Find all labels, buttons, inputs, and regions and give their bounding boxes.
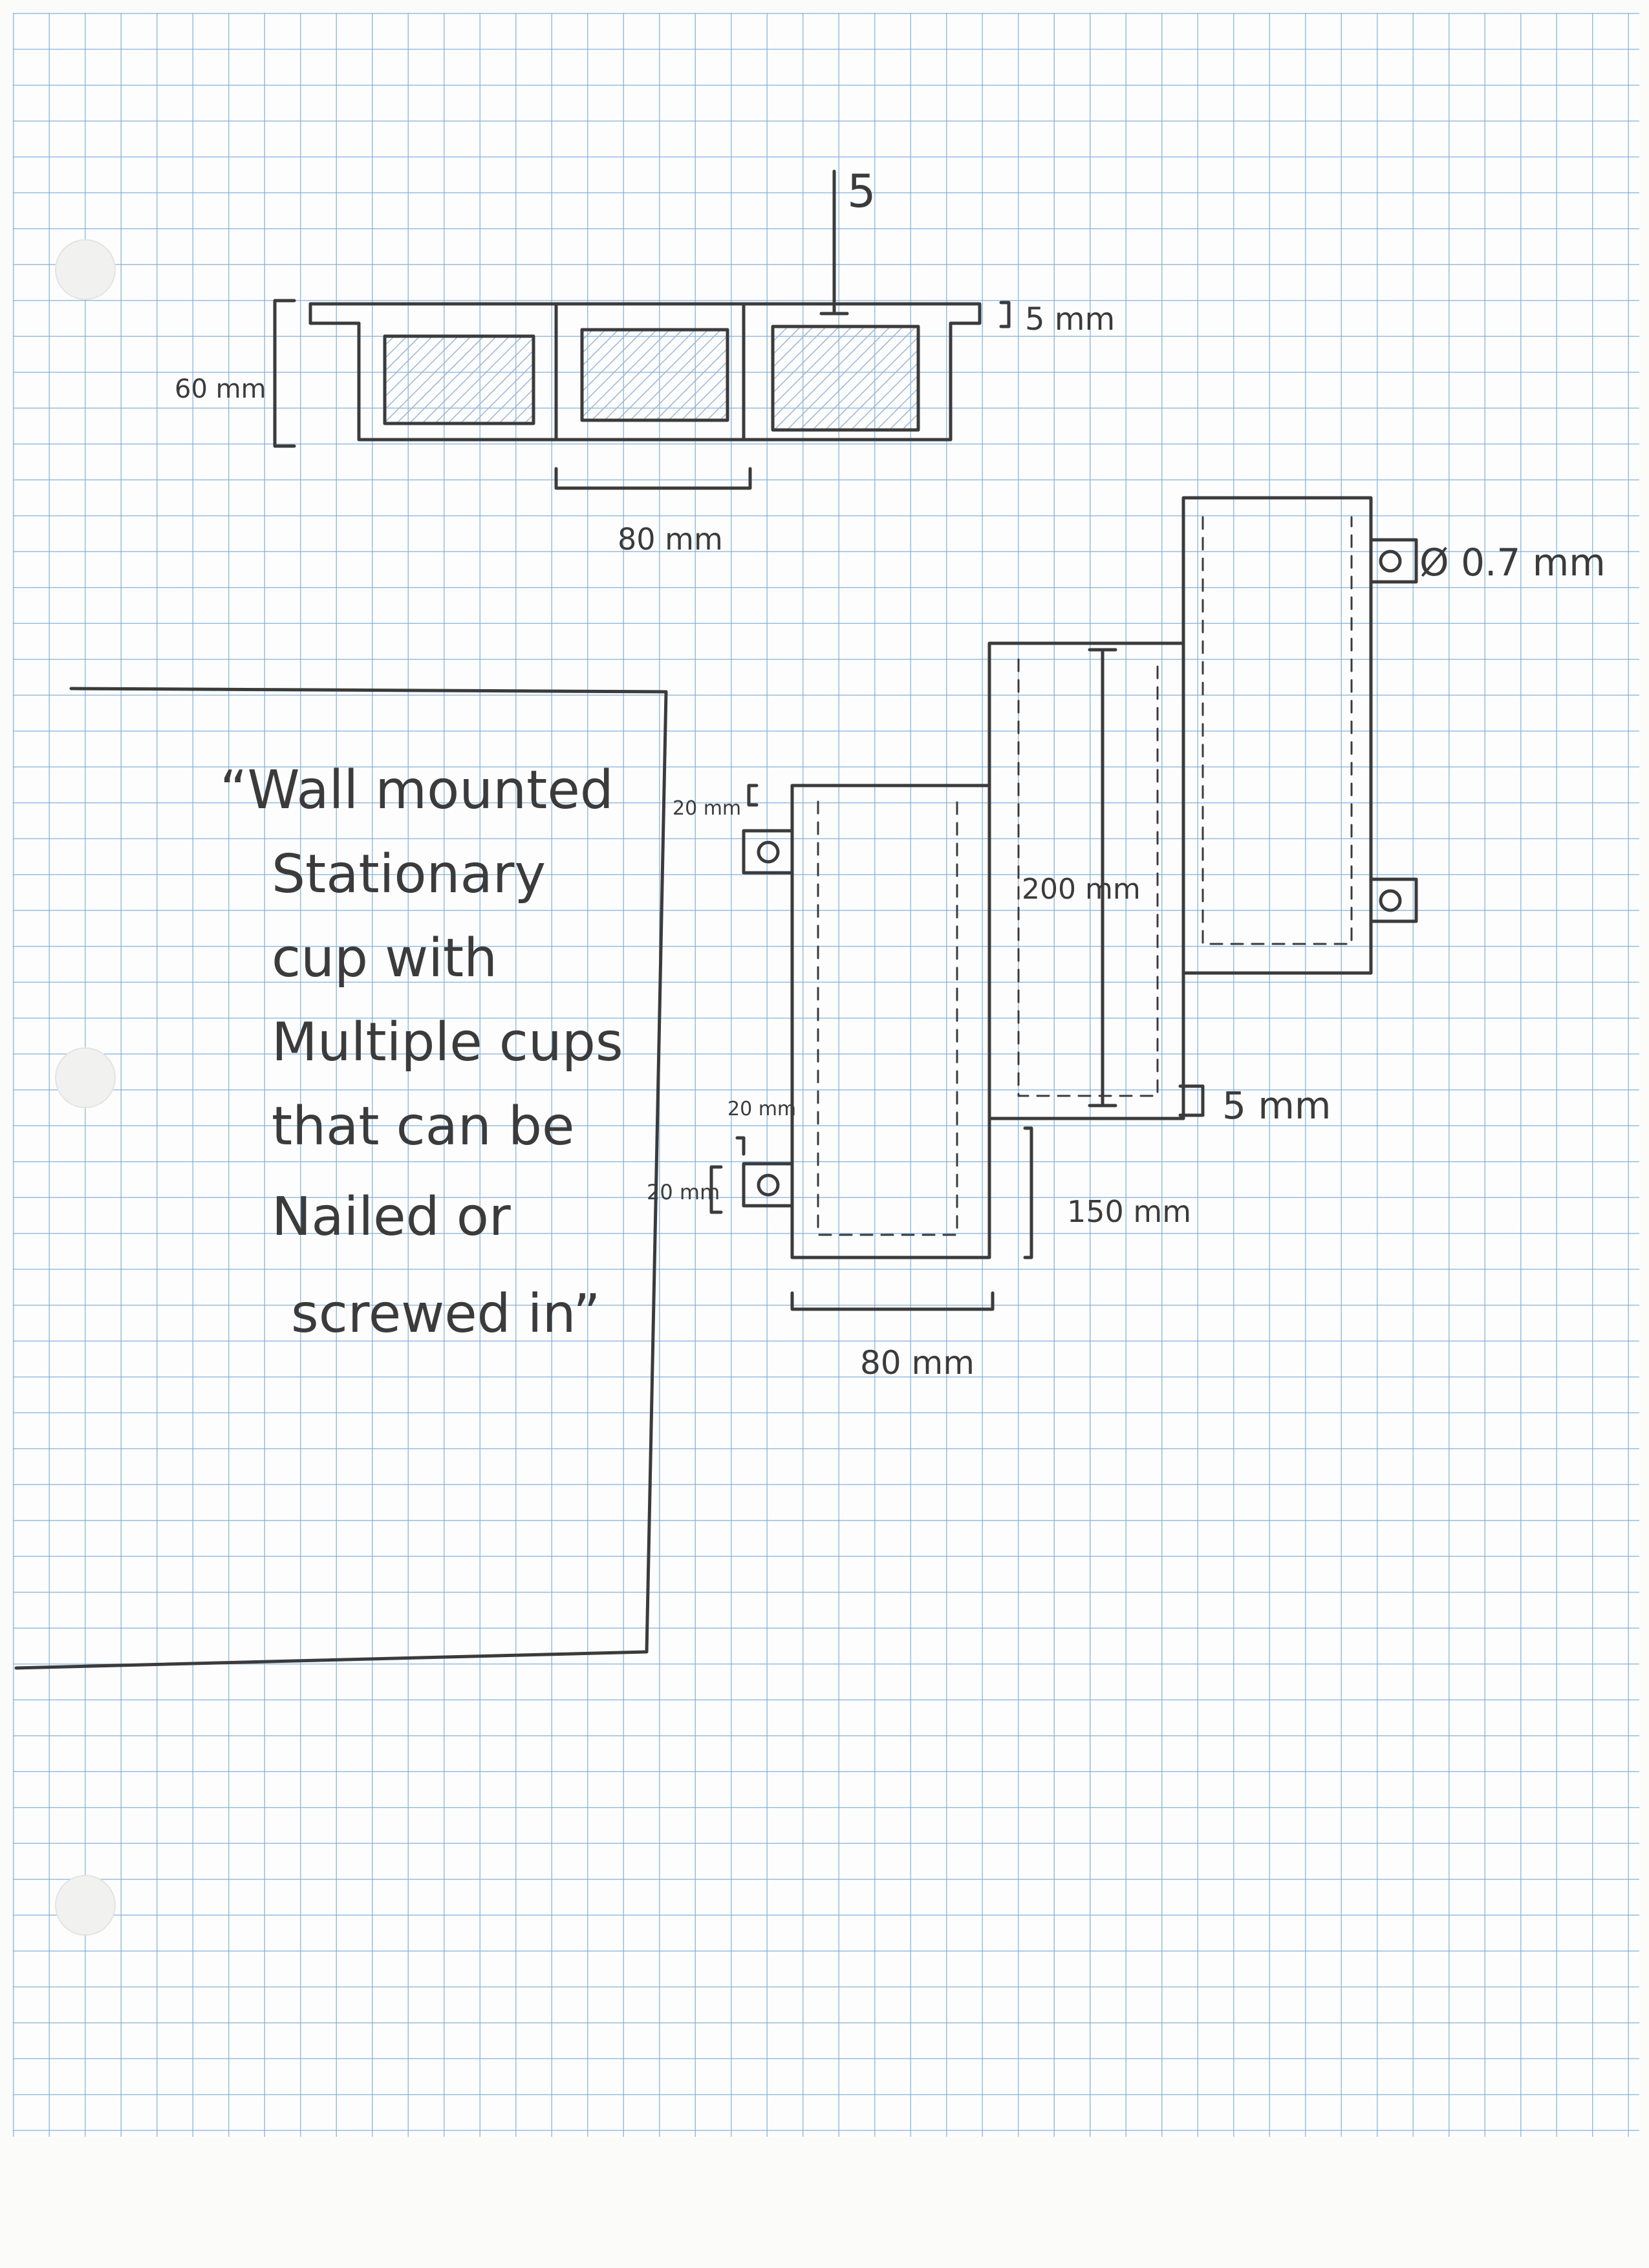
tab-top-label: 20 mm	[673, 797, 741, 820]
mounting-tab	[742, 829, 794, 875]
note-line: Stationary	[272, 844, 546, 905]
tab-bottom-upper-label: 20 mm	[727, 1098, 796, 1120]
screw-hole	[1379, 889, 1402, 912]
top-lip-width-label: 5 mm	[1025, 301, 1115, 337]
screw-hole	[757, 1173, 780, 1197]
top-view-diagram	[273, 169, 1011, 490]
binder-hole	[55, 239, 116, 300]
base-thickness-label: 5 mm	[1222, 1084, 1331, 1128]
top-height-label: 60 mm	[175, 374, 266, 404]
offset-label: 150 mm	[1067, 1194, 1191, 1229]
screw-hole	[757, 840, 780, 864]
cup-height-label: 200 mm	[1022, 873, 1141, 906]
note-line: screwed in”	[291, 1283, 601, 1345]
tab-bracket	[709, 1165, 723, 1214]
upper-cup	[1181, 496, 1373, 975]
note-line: “Wall mounted	[220, 760, 614, 821]
note-line: Multiple cups	[272, 1012, 623, 1073]
lower-cup	[790, 784, 991, 1259]
top-lip-label: 5	[847, 165, 876, 218]
top-spacing-label: 80 mm	[618, 522, 723, 557]
cup-opening	[383, 334, 535, 425]
screw-diameter-label: Ø 0.7 mm	[1419, 540, 1606, 584]
mounting-tab	[1369, 877, 1418, 923]
tab-bottom-side-label: 20 mm	[647, 1180, 720, 1204]
tab-bracket	[735, 1136, 746, 1156]
mounting-tab	[1369, 538, 1418, 584]
note-line: cup with	[272, 928, 497, 989]
screw-hole	[1379, 550, 1402, 573]
binder-hole	[55, 1875, 116, 1936]
spacing-dimension	[554, 467, 752, 490]
width-dimension	[790, 1291, 995, 1311]
side-view-diagram	[709, 496, 1418, 1311]
note-box	[14, 687, 668, 1670]
height-bracket	[273, 299, 296, 448]
base-thickness-tick	[1178, 1084, 1205, 1117]
width-label: 80 mm	[860, 1344, 975, 1382]
note-line: that can be	[272, 1096, 574, 1157]
tab-bracket	[747, 784, 759, 807]
note-line: Nailed or	[272, 1186, 511, 1248]
height-dimension	[1088, 648, 1117, 1107]
cup-opening	[580, 328, 729, 422]
mounting-tab	[742, 1162, 794, 1208]
cup-opening	[771, 325, 920, 432]
lip-width-tick	[999, 301, 1011, 328]
binder-hole	[55, 1047, 116, 1108]
note-text: “Wall mounted Stationary cup with Multip…	[220, 760, 623, 1345]
offset-dimension	[1023, 1126, 1033, 1259]
